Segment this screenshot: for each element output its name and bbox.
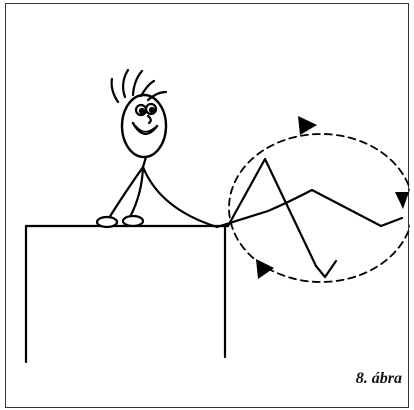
stick-figure <box>95 68 219 229</box>
left-hand <box>95 215 119 229</box>
right-arm <box>128 165 145 219</box>
direction-arrow-icon <box>298 116 317 135</box>
nose <box>146 114 152 125</box>
table <box>24 224 230 364</box>
right-hand <box>121 214 145 228</box>
direction-arrow-icon <box>256 259 274 279</box>
torso <box>141 165 219 229</box>
hair-icon <box>110 68 168 104</box>
right-eye-icon <box>144 102 158 116</box>
neck <box>141 155 148 169</box>
left-arm <box>107 165 145 220</box>
figure-frame: 8. ábra <box>5 3 410 408</box>
leg <box>215 157 404 279</box>
illustration <box>24 68 410 364</box>
mouth-icon <box>131 121 159 135</box>
dashed-circle <box>228 133 410 283</box>
direction-arrow-icon <box>395 192 409 209</box>
leg-thigh <box>215 188 404 229</box>
head <box>120 93 168 159</box>
figure-caption: 8. ábra <box>355 370 402 387</box>
kicking-leg <box>226 157 338 279</box>
